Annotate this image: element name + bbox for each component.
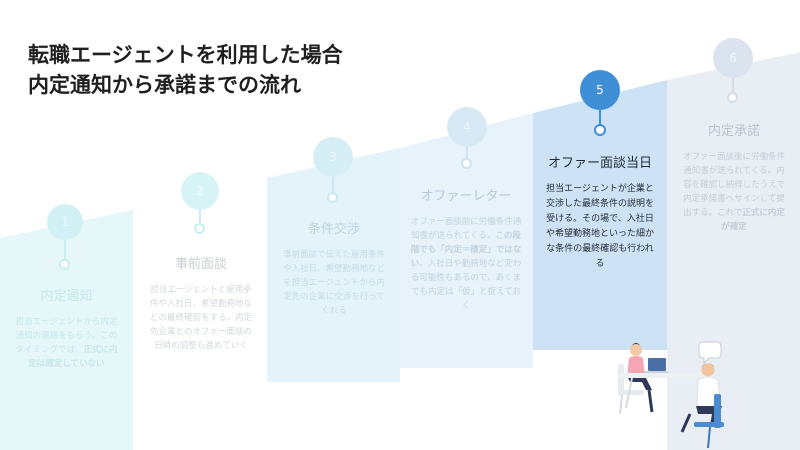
meeting-illustration: [618, 341, 724, 449]
step-1-number-circle: 1: [47, 204, 83, 240]
step-4-title: オファーレター: [420, 189, 512, 204]
step-1-description: 担当エージェントから内定通知の連絡をもらう。このタイミングでは、正式に内定は確定…: [15, 317, 118, 369]
step-5: オファー面談当日 担当エージェントが企業と交渉した最終条件の説明を受ける。その場…: [546, 154, 654, 272]
step-6: 内定承諾 オファー面談後に労働条件通知書が送られてくる。内容を確認し納得したうえ…: [680, 122, 788, 234]
step-band-2: [133, 178, 267, 450]
page-title-line-2: 内定通知から承諾までの流れ: [28, 73, 301, 97]
step-2-number-circle: 2: [181, 172, 219, 210]
step-2-title: 事前面談: [174, 257, 227, 272]
step-4: オファーレター オファー面談前に労働条件通知書が送られてくる。この段階でも「内定…: [410, 187, 522, 313]
step-band-3: [267, 148, 400, 382]
page-title-line-1: 転職エージェントを利用した場合: [28, 43, 343, 67]
step-4-number: 4: [463, 120, 471, 134]
step-5-title: オファー面談当日: [547, 156, 652, 171]
step-6-emphasis: 正式に内定が確定: [721, 208, 785, 232]
step-5-number: 5: [596, 83, 604, 97]
step-1-title: 内定通知: [40, 289, 93, 304]
step-4-emphasis: この段階でも「内定＝確定」ではない: [410, 231, 522, 269]
step-4-description: オファー面談前に労働条件通知書が送られてくる。この段階でも「内定＝確定」ではない…: [410, 217, 522, 311]
step-1-emphasis: 正式に内定は確定していない: [28, 345, 118, 369]
page-title: 転職エージェントを利用した場合 内定通知から承諾までの流れ: [28, 40, 343, 100]
step-1-number: 1: [61, 215, 69, 229]
step-6-title: 内定承諾: [707, 124, 760, 139]
step-band-5: [533, 80, 667, 350]
step-band-1: [0, 210, 133, 450]
step-6-number-circle: 6: [713, 38, 753, 78]
step-3-number-circle: 3: [313, 137, 353, 177]
step-2-number: 2: [196, 184, 204, 198]
step-6-number: 6: [729, 51, 737, 65]
step-5-description: 担当エージェントが企業と交渉した最終条件の説明を受ける。その場で、入社日や希望勤…: [546, 184, 655, 269]
step-3: 条件交渉 事前面談で伝えた雇用条件や入社日、希望勤務地などを担当エージェントから…: [280, 220, 388, 318]
step-5-number-circle: 5: [580, 70, 620, 110]
step-3-title: 条件交渉: [307, 222, 360, 237]
step-6-description: オファー面談後に労働条件通知書が送られてくる。内容を確認し納得したうえで内定承諾…: [682, 152, 785, 232]
step-3-number: 3: [329, 150, 337, 164]
step-2-description: 担当エージェントと雇用条件や入社日、希望勤務地などの最終確認をする。内定先企業と…: [149, 285, 252, 351]
step-3-description: 事前面談で伝えた雇用条件や入社日、希望勤務地などを担当エージェントから内定先の企…: [282, 250, 385, 316]
step-band-4: [400, 113, 533, 368]
step-4-number-circle: 4: [447, 107, 487, 147]
step-1: 内定通知 担当エージェントから内定通知の連絡をもらう。このタイミングでは、正式に…: [14, 287, 119, 371]
step-2: 事前面談 担当エージェントと雇用条件や入社日、希望勤務地などの最終確認をする。内…: [146, 255, 256, 353]
